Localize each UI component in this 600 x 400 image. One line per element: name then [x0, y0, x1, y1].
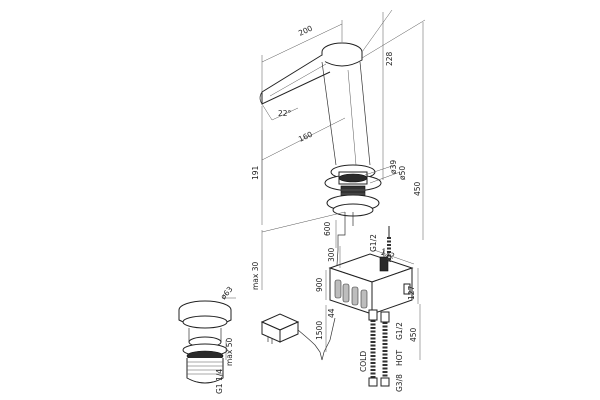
control-box [328, 226, 414, 315]
dim-g38: G3/8 [395, 374, 404, 392]
dim-g1-1-4: G1 1/4 [215, 369, 224, 394]
power-adapter [260, 313, 336, 361]
dim-200: 200 [297, 24, 314, 38]
label-hot: HOT [395, 349, 404, 366]
dim-22deg: 22° [278, 109, 292, 118]
faucet-base [324, 164, 382, 226]
dim-max50: max 50 [225, 338, 234, 366]
dim-900: 900 [315, 277, 324, 292]
dim-450-top: 450 [413, 181, 422, 196]
dim-dia-39: ø39 [389, 160, 398, 174]
dim-max30: max 30 [251, 262, 260, 290]
dim-g12-bottom: G1/2 [395, 322, 404, 340]
dim-dia-50: ø50 [398, 166, 407, 180]
label-cold: COLD [359, 351, 368, 372]
dim-127: 127 [407, 285, 416, 300]
dim-44: 44 [327, 308, 336, 318]
dim-160: 160 [297, 130, 314, 144]
drain-pop-up-waste [178, 300, 232, 384]
dim-228: 228 [385, 51, 394, 66]
dimension-lines [222, 9, 426, 360]
dim-191: 191 [251, 165, 260, 180]
inlet-hoses [368, 309, 390, 387]
faucet-body [259, 42, 371, 166]
dim-600: 600 [323, 221, 332, 236]
dim-g12-top: G1/2 [369, 234, 378, 252]
dim-450-bottom: 450 [409, 327, 418, 342]
dim-dia-63: ø63 [219, 284, 235, 301]
dim-1500: 1500 [315, 321, 324, 340]
dim-300: 300 [327, 247, 336, 262]
